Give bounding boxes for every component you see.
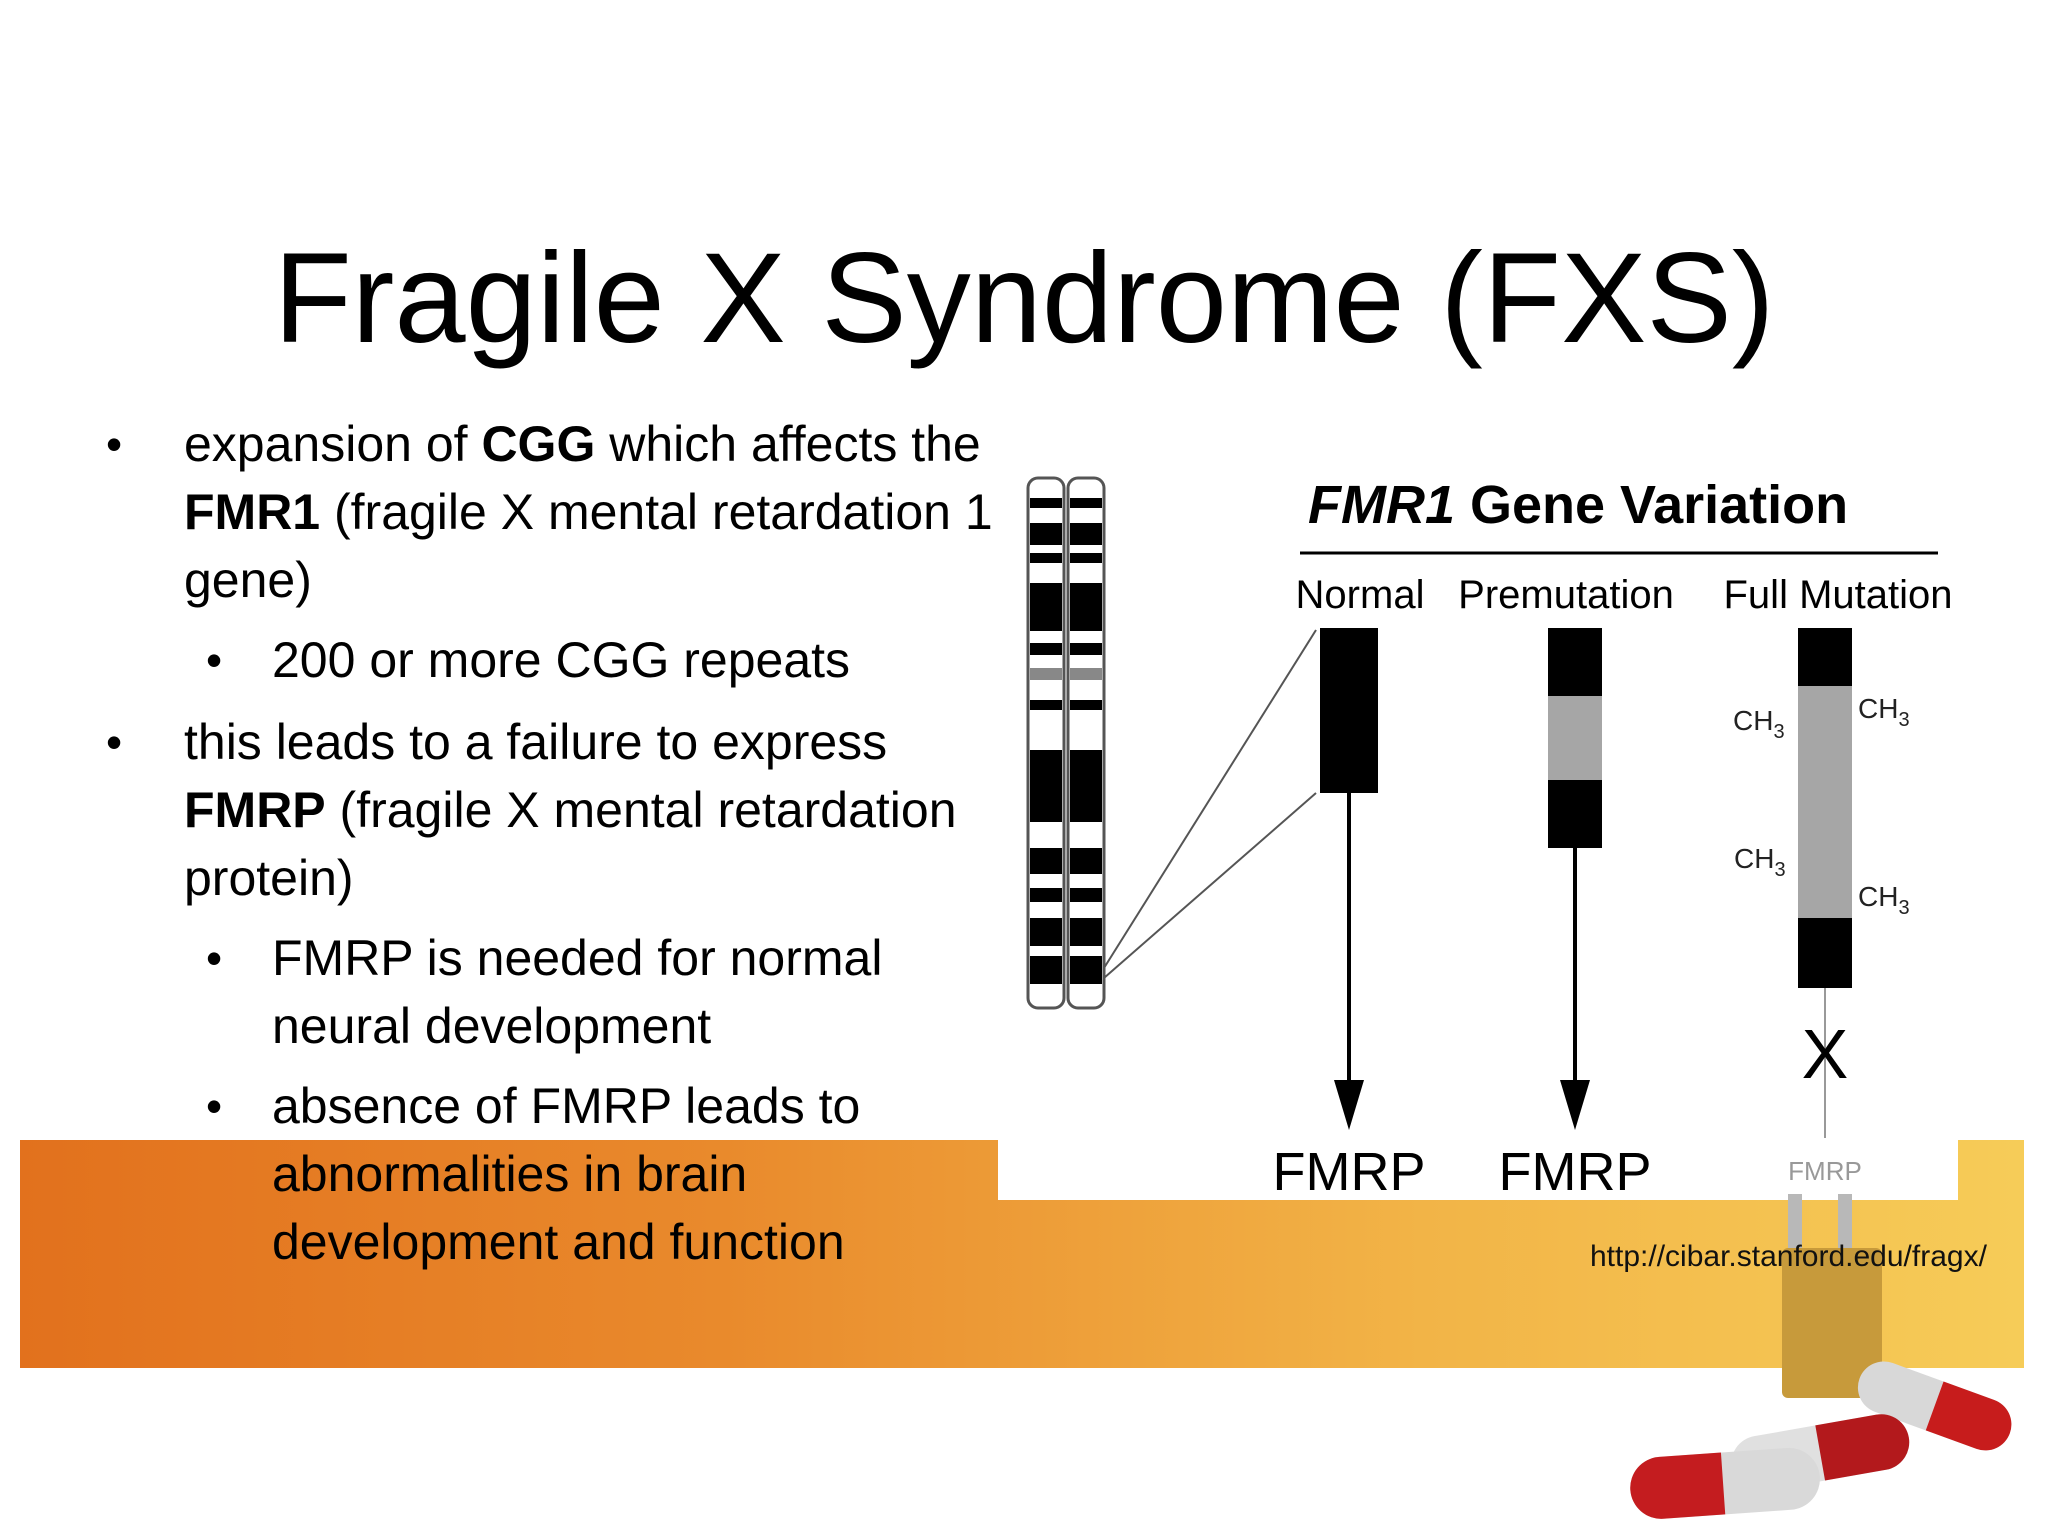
fmrp-label-normal: FMRP: [1273, 1142, 1426, 1200]
svg-text:CH3: CH3: [1733, 705, 1785, 743]
padlock-and-pills-illustration: [1630, 1194, 2012, 1519]
subbullet-fmrp-needed: • FMRP is needed for normal neural devel…: [100, 924, 1000, 1060]
premutation-gene-bar: [1548, 628, 1602, 1130]
subbullet-cgg-repeats: • 200 or more CGG repeats: [100, 626, 1000, 694]
fmr1-diagram: FMR1 Gene Variation Normal Premutation F…: [1026, 475, 1953, 1200]
figure-title: FMR1 Gene Variation: [1308, 475, 1848, 535]
svg-text:CH3: CH3: [1734, 843, 1786, 881]
methyl-groups: CH3 CH3 CH3 CH3: [1733, 693, 1910, 919]
bullet-glyph: •: [206, 634, 223, 686]
column-label-full-mutation: Full Mutation: [1724, 573, 1953, 617]
blocked-x-mark: X: [1802, 1015, 1849, 1093]
bullet-list: • expansion of CGG which affects the FMR…: [100, 410, 1000, 1288]
zoom-line-top: [1103, 629, 1317, 969]
zoom-line-bottom: [1103, 792, 1317, 979]
bullet-cgg-expansion: • expansion of CGG which affects the FMR…: [100, 410, 1000, 614]
column-label-normal: Normal: [1296, 573, 1425, 617]
column-label-premutation: Premutation: [1458, 573, 1674, 617]
bullet-glyph: •: [106, 418, 123, 470]
fmrp-label-full-mutation: FMRP: [1788, 1156, 1862, 1186]
svg-text:CH3: CH3: [1858, 693, 1910, 731]
slide-title: Fragile X Syndrome (FXS): [273, 227, 1775, 370]
bullet-glyph: •: [106, 716, 123, 768]
fmrp-label-premutation: FMRP: [1499, 1142, 1652, 1200]
bullet-glyph: •: [206, 932, 223, 984]
subbullet-fmrp-absence: • absence of FMRP leads to abnormalities…: [100, 1072, 1000, 1276]
source-url: http://cibar.stanford.edu/fragx/: [1590, 1240, 1987, 1273]
bullet-fmrp-failure: • this leads to a failure to express FMR…: [100, 708, 1000, 912]
x-chromosome-ideogram: [1026, 476, 1106, 1010]
svg-text:CH3: CH3: [1858, 881, 1910, 919]
bullet-glyph: •: [206, 1080, 223, 1132]
fmr1-gene-variation-figure: FMR1 Gene Variation Normal Premutation F…: [998, 468, 1958, 1200]
full-mutation-gene-bar: [1798, 628, 1852, 1138]
normal-gene-bar: [1320, 628, 1378, 1130]
